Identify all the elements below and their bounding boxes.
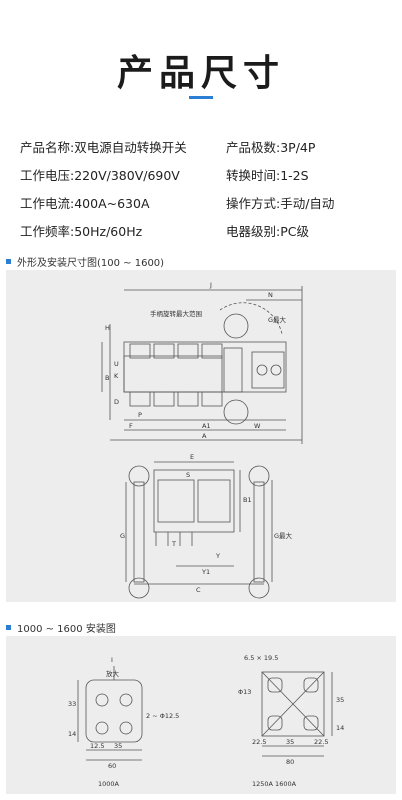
spec-switch-time: 转换时间:1-2S	[226, 167, 309, 183]
label-enlarge: 放大	[106, 669, 120, 678]
label-U: U	[114, 360, 119, 368]
dimension-drawing-panel: 手柄旋转最大范围 G最大 J N H B U K D P F A1 W A E …	[6, 270, 396, 602]
side-handle-left	[133, 481, 145, 583]
caption-1000a: 1000A	[98, 780, 120, 788]
dimension-drawing: 手柄旋转最大范围 G最大 J N H B U K D P F A1 W A E …	[101, 281, 303, 599]
label-22-5-b: 22.5	[314, 738, 328, 746]
spec-poles: 产品极数:3P/4P	[226, 139, 316, 155]
spec-class: 电器级别:PC级	[226, 223, 309, 239]
section-title: 外形及安装尺寸图(100 ~ 1600)	[17, 258, 165, 269]
label-33: 33	[68, 700, 76, 708]
label-A: A	[202, 432, 207, 440]
mounting-drawing-panel: I 放大 2 ~ Φ12.5 33 14 12.5 35 60 1000A 6.…	[6, 636, 396, 794]
handle-knob-top	[223, 313, 249, 339]
label-B: B	[105, 374, 109, 382]
label-W: W	[254, 422, 261, 430]
label-K: K	[114, 372, 119, 380]
controller-box	[251, 351, 285, 389]
label-35-vertical: 35	[336, 696, 344, 704]
label-60: 60	[108, 762, 116, 770]
label-handle-max: G最大	[268, 315, 287, 324]
label-handle-range: 手柄旋转最大范围	[150, 309, 202, 318]
spec-current: 工作电流:400A~630A	[20, 195, 150, 211]
label-12-5: 12.5	[90, 742, 104, 750]
section-heading-dimensions: 外形及安装尺寸图(100 ~ 1600)	[6, 254, 164, 269]
label-80: 80	[286, 758, 294, 766]
switch-body-outline	[123, 341, 287, 393]
label-F: F	[129, 422, 133, 430]
label-I: I	[111, 656, 113, 664]
handle-knob-bottom	[223, 399, 249, 425]
label-22-5-a: 22.5	[252, 738, 266, 746]
spec-row: 工作电压:220V/380V/690V 转换时间:1-2S	[20, 160, 390, 188]
label-35-horizontal: 35	[286, 738, 294, 746]
spec-frequency: 工作频率:50Hz/60Hz	[20, 223, 143, 239]
label-T: T	[171, 540, 176, 548]
section-title: 1000 ~ 1600 安装图	[17, 624, 116, 635]
label-slot: 6.5 × 19.5	[244, 654, 278, 662]
label-B1: B1	[243, 496, 252, 504]
label-14: 14	[68, 730, 76, 738]
label-hole-1000a: 2 ~ Φ12.5	[146, 712, 179, 720]
spec-row: 产品名称:双电源自动转换开关 产品极数:3P/4P	[20, 132, 390, 160]
plate-1000a	[85, 679, 143, 743]
breaker-block	[123, 355, 223, 393]
label-E: E	[190, 453, 194, 461]
label-C: C	[196, 586, 201, 594]
label-35: 35	[114, 742, 122, 750]
page-title: 产品尺寸	[116, 53, 285, 94]
label-H: H	[105, 324, 110, 332]
section-heading-mounting: 1000 ~ 1600 安装图	[6, 620, 116, 635]
square-bullet-icon	[6, 625, 11, 630]
spec-list: 产品名称:双电源自动转换开关 产品极数:3P/4P 工作电压:220V/380V…	[20, 132, 390, 244]
label-14-vertical: 14	[336, 724, 344, 732]
label-P: P	[138, 411, 142, 419]
spec-row: 工作频率:50Hz/60Hz 电器级别:PC级	[20, 216, 390, 244]
side-body	[153, 469, 235, 533]
label-S: S	[186, 471, 190, 479]
label-hole-1600a: Φ13	[238, 688, 251, 696]
spec-operation: 操作方式:手动/自动	[226, 195, 335, 211]
label-Y1: Y1	[201, 568, 210, 576]
spec-product-name: 产品名称:双电源自动转换开关	[20, 139, 187, 155]
label-handle-max-2: G最大	[274, 531, 293, 540]
spec-voltage: 工作电压:220V/380V/690V	[20, 167, 180, 183]
square-bullet-icon	[6, 259, 11, 264]
title-underline	[189, 96, 213, 99]
label-J: J	[209, 281, 212, 289]
plate-1600a	[261, 671, 325, 737]
caption-1250a-1600a: 1250A 1600A	[252, 780, 297, 788]
label-Y: Y	[215, 552, 220, 560]
spec-row: 工作电流:400A~630A 操作方式:手动/自动	[20, 188, 390, 216]
label-N: N	[268, 291, 273, 299]
label-G: G	[120, 532, 125, 540]
mounting-drawing: I 放大 2 ~ Φ12.5 33 14 12.5 35 60 1000A 6.…	[68, 654, 344, 788]
handle-shaft	[223, 347, 243, 393]
label-D: D	[114, 398, 119, 406]
side-handle-right	[253, 481, 265, 583]
label-A1: A1	[202, 422, 211, 430]
